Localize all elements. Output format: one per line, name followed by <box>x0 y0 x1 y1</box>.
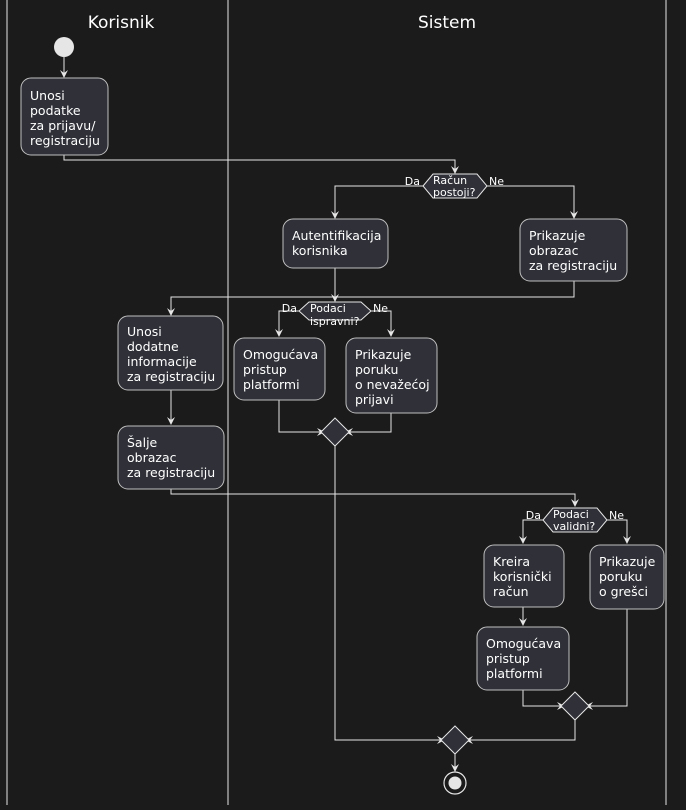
end-node <box>443 771 467 795</box>
svg-text:korisnički: korisnički <box>493 569 552 584</box>
svg-text:poruku: poruku <box>599 569 642 584</box>
svg-text:pristup: pristup <box>243 362 287 377</box>
activity-autentifikacija: Autentifikacija korisnika <box>282 218 389 269</box>
svg-text:Omogućava: Omogućava <box>243 347 318 362</box>
svg-text:Račun: Račun <box>433 174 467 187</box>
svg-text:o grešci: o grešci <box>599 584 648 599</box>
flow-lines <box>60 57 631 772</box>
merge-node-prijava <box>320 417 350 447</box>
svg-text:obrazac: obrazac <box>529 243 579 258</box>
svg-text:Kreira: Kreira <box>493 554 530 569</box>
svg-text:Prikazuje: Prikazuje <box>355 347 412 362</box>
svg-text:validni?: validni? <box>553 520 595 533</box>
branch-label-da: Da <box>526 509 541 522</box>
activity-omogucava-pristup-1: Omogućava pristup platformi <box>233 337 326 401</box>
svg-text:obrazac: obrazac <box>127 450 177 465</box>
svg-text:informacije: informacije <box>127 354 197 369</box>
svg-text:dodatne: dodatne <box>127 339 179 354</box>
svg-text:postoji?: postoji? <box>433 186 476 199</box>
svg-text:Autentifikacija: Autentifikacija <box>292 228 381 243</box>
svg-text:platformi: platformi <box>486 666 543 681</box>
svg-text:podatke: podatke <box>30 103 81 118</box>
merge-node-final <box>440 725 470 755</box>
svg-text:Unosi: Unosi <box>127 324 162 339</box>
branch-label-ne: Ne <box>609 509 624 522</box>
branch-label-ne: Ne <box>373 302 388 315</box>
start-node <box>54 37 74 57</box>
activity-omogucava-pristup-2: Omogućava pristup platformi <box>476 626 570 691</box>
svg-text:Omogućava: Omogućava <box>486 636 561 651</box>
branch-label-da: Da <box>405 175 420 188</box>
svg-text:registraciju: registraciju <box>30 133 100 148</box>
svg-text:poruku: poruku <box>355 362 398 377</box>
activity-unos-dodatnih-informacija: Unosi dodatne informacije za registracij… <box>117 315 224 391</box>
svg-text:o nevažećoj: o nevažećoj <box>355 377 430 392</box>
svg-text:Unosi: Unosi <box>30 88 65 103</box>
branch-label-ne: Ne <box>489 175 504 188</box>
branch-label-da: Da <box>282 302 297 315</box>
decision-podaci-validni: Podaci validni? Da Ne <box>526 507 624 533</box>
svg-text:račun: račun <box>493 584 529 599</box>
svg-text:za prijavu/: za prijavu/ <box>30 118 96 133</box>
merge-node-registracija <box>560 691 590 721</box>
lane-title-korisnik: Korisnik <box>88 13 155 33</box>
decision-racun-postoji: Račun postoji? Da Ne <box>405 173 504 199</box>
svg-text:pristup: pristup <box>486 651 530 666</box>
decision-podaci-ispravni: Podaci ispravni? Da Ne <box>282 301 388 328</box>
svg-text:Šalje: Šalje <box>127 435 158 450</box>
svg-text:Prikazuje: Prikazuje <box>599 554 656 569</box>
activity-kreiranje-racuna: Kreira korisnički račun <box>483 544 565 608</box>
activity-unos-podataka: Unosi podatke za prijavu/ registraciju <box>20 77 109 156</box>
svg-text:za registraciju: za registraciju <box>127 369 215 384</box>
svg-text:za registraciju: za registraciju <box>127 465 215 480</box>
svg-text:prijavi: prijavi <box>355 392 394 407</box>
lane-title-sistem: Sistem <box>418 13 476 33</box>
activity-slanje-obrasca: Šalje obrazac za registraciju <box>117 425 225 490</box>
svg-text:ispravni?: ispravni? <box>310 315 360 328</box>
activity-poruka-o-gresci: Prikazuje poruku o grešci <box>589 544 665 610</box>
svg-text:Podaci: Podaci <box>553 508 589 521</box>
svg-text:za registraciju: za registraciju <box>529 258 617 273</box>
svg-text:Podaci: Podaci <box>310 302 346 315</box>
svg-text:Prikazuje: Prikazuje <box>529 228 586 243</box>
activity-nevazeca-prijava: Prikazuje poruku o nevažećoj prijavi <box>345 337 438 414</box>
activity-prikaz-obrasca: Prikazuje obrazac za registraciju <box>519 218 628 282</box>
svg-text:platformi: platformi <box>243 377 300 392</box>
svg-text:korisnika: korisnika <box>292 243 348 258</box>
